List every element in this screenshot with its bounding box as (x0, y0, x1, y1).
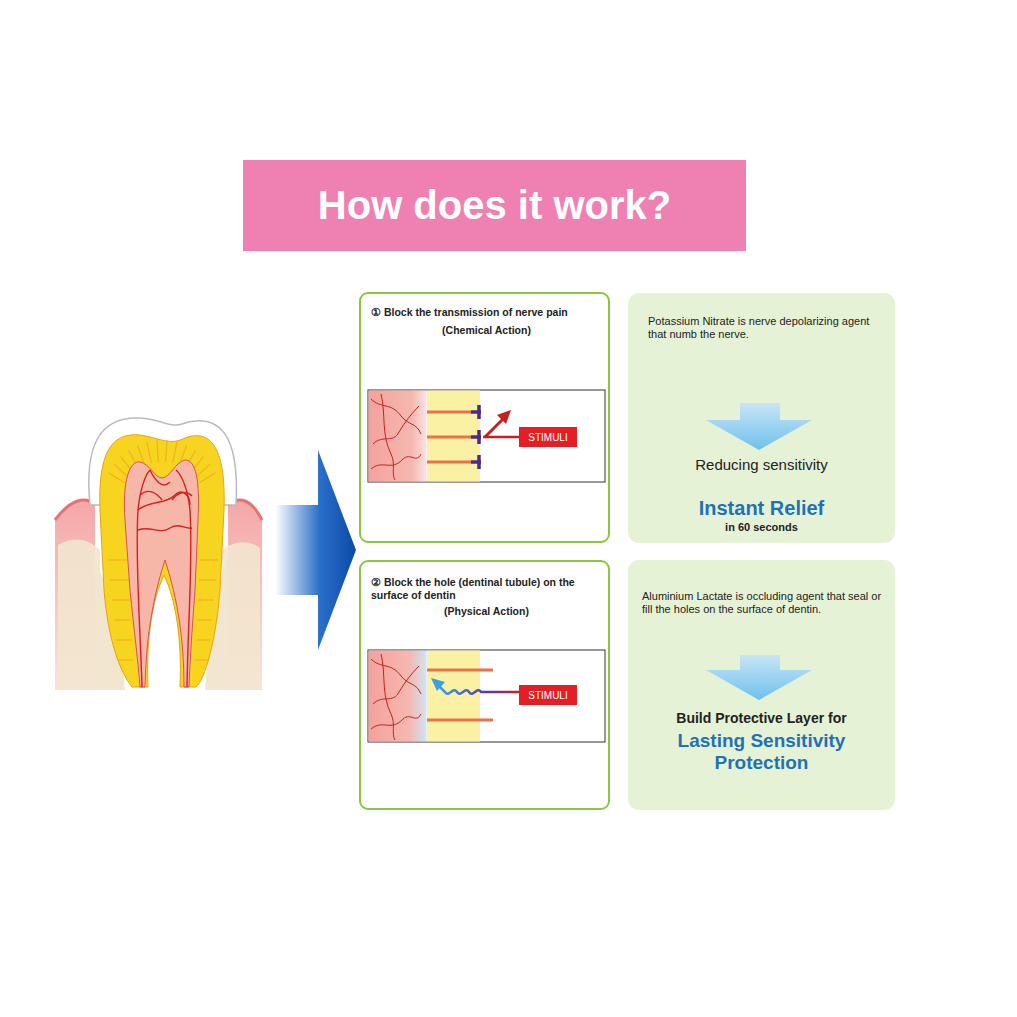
blood-vessels (137, 470, 192, 687)
node-text: STIMULI (528, 690, 567, 701)
node-text: Reducing sensitivity (628, 456, 895, 474)
node-text: in 60 seconds (628, 521, 895, 534)
action-box: ② Block the hole (dentinal tubule) on th… (359, 560, 610, 810)
title-text: How does it work? (318, 183, 671, 228)
node-text: Instant Relief (628, 496, 895, 520)
pulp (124, 460, 198, 687)
flow-arrow (275, 450, 356, 650)
node-text: Aluminium Lactate is occluding agent tha… (642, 590, 887, 616)
node-text: Potassium Nitrate is nerve depolarizing … (648, 315, 883, 341)
dentin (100, 435, 224, 687)
node-text: (Chemical Action) (361, 324, 612, 337)
stimuli-box: STIMULI (519, 685, 577, 705)
node-text: ② Block the hole (dentinal tubule) on th… (371, 576, 610, 601)
effect-panel: Aluminium Lactate is occluding agent tha… (628, 560, 895, 810)
effect-panel: Potassium Nitrate is nerve depolarizing … (628, 293, 895, 543)
node-text: ① Block the transmission of nerve pain (371, 306, 610, 319)
node-text: STIMULI (528, 432, 567, 443)
stimuli-box: STIMULI (519, 427, 577, 447)
title-band: How does it work? (243, 160, 746, 251)
node-text: (Physical Action) (361, 605, 612, 618)
action-box: ① Block the transmission of nerve pain (C… (359, 292, 610, 543)
node-text: Build Protective Layer for (628, 710, 895, 727)
node-text: Lasting Sensitivity Protection (666, 730, 857, 774)
